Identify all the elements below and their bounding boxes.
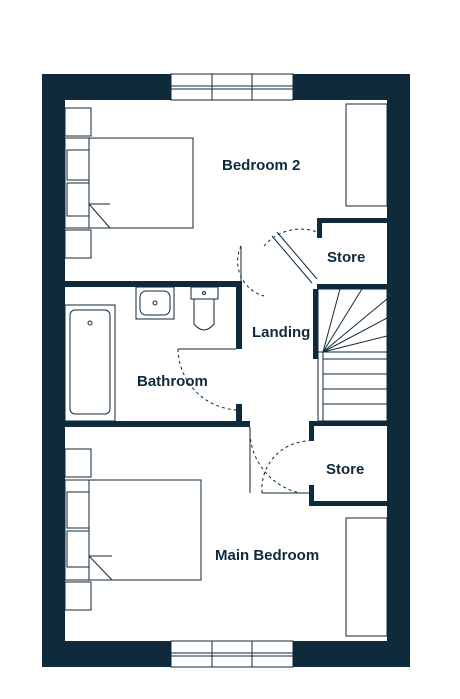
room-label-bathroom: Bathroom — [137, 373, 208, 390]
window-top — [170, 73, 294, 101]
wardrobe-main-bedroom — [345, 517, 388, 637]
bed-bedroom-2 — [64, 107, 194, 259]
bathroom-sink — [135, 286, 175, 320]
window-bottom — [170, 640, 294, 668]
bathtub — [64, 304, 116, 422]
staircase — [317, 288, 388, 422]
room-label-store-upper: Store — [327, 249, 365, 266]
room-label-store-lower: Store — [326, 461, 364, 478]
door-swings — [177, 228, 318, 494]
room-label-landing: Landing — [252, 324, 310, 341]
bed-main-bedroom — [64, 448, 202, 611]
room-label-main-bedroom: Main Bedroom — [215, 547, 319, 564]
wardrobe-bedroom-2 — [345, 103, 388, 207]
room-label-bedroom-2: Bedroom 2 — [222, 157, 300, 174]
interior-walls — [42, 218, 387, 506]
toilet — [190, 286, 219, 331]
